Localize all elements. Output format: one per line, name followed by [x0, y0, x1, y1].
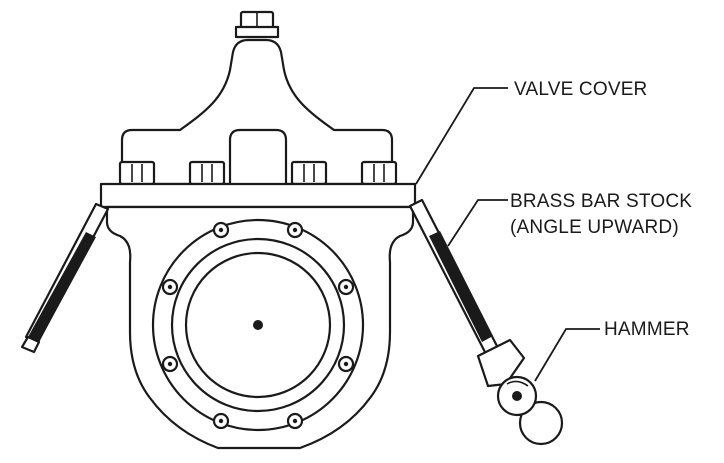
cover-dome — [120, 38, 394, 186]
hammer-leader — [534, 328, 600, 382]
bar-end-fitting — [476, 338, 526, 388]
valve-body — [105, 205, 415, 450]
flange-bolt-hole — [212, 412, 230, 430]
center-dot — [253, 320, 263, 330]
flange-bolt-holes — [161, 221, 355, 430]
flange-bolt-hole — [286, 412, 304, 430]
hammer-detail — [506, 380, 529, 387]
flange-bolt-hole — [337, 355, 355, 373]
hammer-pivot — [512, 391, 522, 401]
right-brass-bar — [408, 198, 526, 388]
flange-bolt-hole — [337, 278, 355, 296]
flange-bolt-hole — [161, 355, 179, 373]
flange-bolt-hole — [212, 221, 230, 239]
top-nut-washer — [234, 25, 280, 39]
brass-bar-stock-label: BRASS BAR STOCK — [510, 191, 692, 212]
brass-bar-leader — [447, 199, 508, 247]
left-bar-grip — [28, 232, 96, 342]
angle-upward-label: (ANGLE UPWARD) — [510, 217, 679, 238]
valve-cover-leader — [415, 87, 508, 185]
left-brass-bar — [20, 202, 110, 354]
valve-cover-label: VALVE COVER — [514, 79, 647, 100]
cover-bolt — [188, 160, 226, 186]
cover-bolt — [290, 160, 328, 186]
cover-flange — [99, 182, 417, 209]
left-bar-tip — [20, 335, 41, 354]
cover-bolt — [360, 160, 398, 186]
hammer-label: HAMMER — [604, 319, 690, 340]
hammer — [496, 375, 564, 446]
flange-bolt-hole — [161, 278, 179, 296]
flange-bolt-hole — [286, 221, 304, 239]
right-bar-grip — [429, 231, 493, 342]
valve-cover — [120, 10, 394, 186]
hammer-head-lower — [518, 400, 564, 446]
cover-boss — [228, 128, 288, 186]
cover-bolt — [118, 160, 156, 186]
